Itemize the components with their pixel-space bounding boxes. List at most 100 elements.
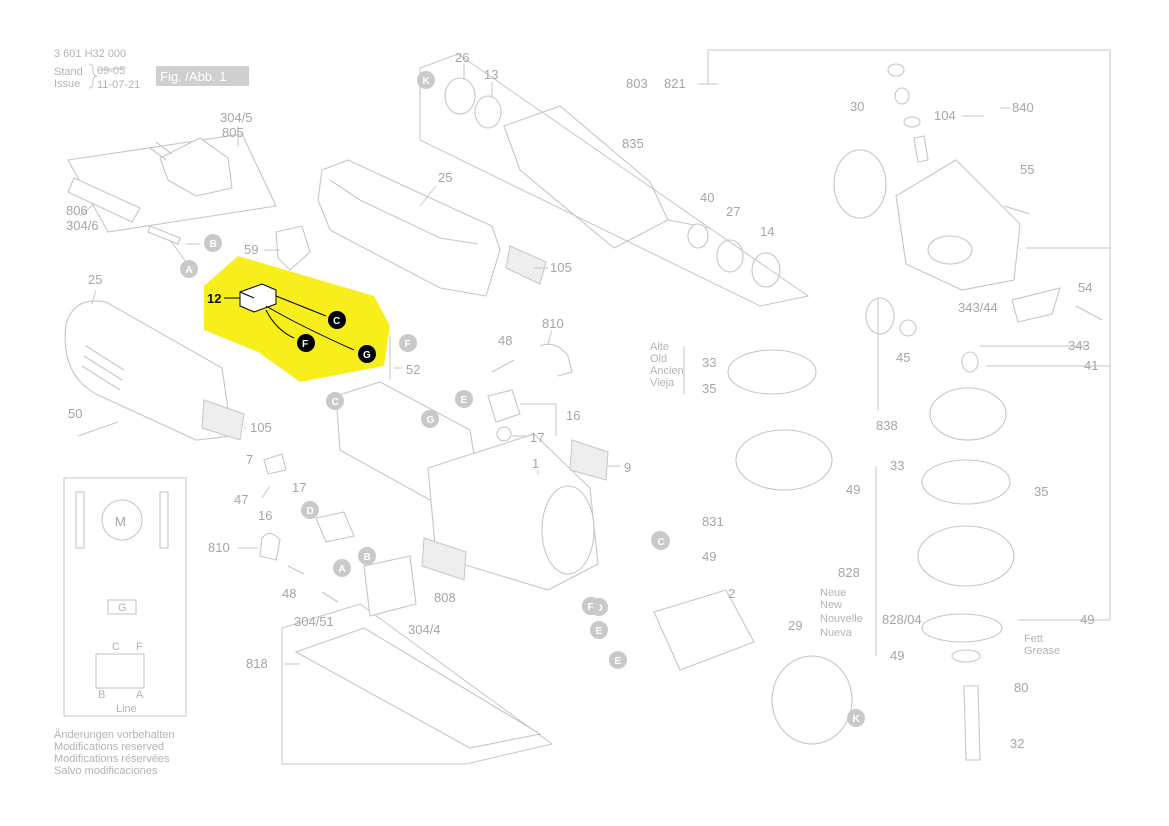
plug-pin-1 bbox=[149, 147, 167, 161]
screw-50 bbox=[77, 421, 119, 437]
part-label-17-left: 17 bbox=[292, 480, 306, 495]
strike-line bbox=[96, 67, 127, 71]
part-number-labels-repeated: 25 105 810 48 17 16 49 33 35 49 49 bbox=[88, 272, 1094, 663]
armature-835 bbox=[503, 105, 669, 249]
marker-d-7: D bbox=[301, 501, 319, 519]
marker-circle bbox=[326, 392, 344, 410]
part-label-49-old: 49 bbox=[846, 482, 860, 497]
part-label-17-top: 17 bbox=[530, 430, 544, 445]
gear-head-assembly bbox=[653, 63, 1103, 761]
part-label-49-right: 49 bbox=[1080, 612, 1094, 627]
marker-circle bbox=[609, 651, 627, 669]
part-label-7: 7 bbox=[246, 452, 253, 467]
marker-C-highlight bbox=[328, 311, 346, 329]
marker-letter: A bbox=[186, 265, 193, 276]
winding-right bbox=[159, 491, 169, 549]
bearing-14 bbox=[751, 252, 781, 288]
pin-104 bbox=[913, 135, 929, 163]
marker-c-3: C bbox=[326, 392, 344, 410]
figure-label: Fig. /Abb. 1 bbox=[160, 69, 226, 84]
part-label-48-top: 48 bbox=[498, 333, 512, 348]
marker-letter: D bbox=[307, 506, 314, 517]
screw-47 bbox=[261, 485, 271, 499]
marker-circle bbox=[455, 390, 473, 408]
letter-markers: KBACEFGDEDCBACDEFK bbox=[180, 71, 865, 727]
washer-80 bbox=[951, 649, 981, 663]
part-label-27: 27 bbox=[726, 204, 740, 219]
part-label-828-04: 828/04 bbox=[882, 612, 922, 627]
part-label-840: 840 bbox=[1012, 100, 1034, 115]
switch-lever-59 bbox=[275, 225, 311, 271]
bevel-gear bbox=[929, 387, 1007, 441]
part-label-45: 45 bbox=[896, 350, 910, 365]
marker-a-12: A bbox=[333, 559, 351, 577]
part-label-59: 59 bbox=[244, 242, 258, 257]
marker-letter: E bbox=[596, 626, 603, 637]
spring-17 bbox=[496, 426, 512, 442]
part-number-labels: 26 13 803 821 840 30 104 55 835 40 27 14… bbox=[66, 50, 1098, 751]
main-switch-box bbox=[95, 653, 145, 689]
spring-104 bbox=[894, 87, 910, 105]
right-tree-lines bbox=[683, 49, 1111, 656]
switch-G-label: G bbox=[118, 602, 127, 614]
cable-810-left bbox=[259, 532, 281, 561]
part-label-49-lower-new: 49 bbox=[890, 648, 904, 663]
marker-circle bbox=[421, 410, 439, 428]
part-label-803: 803 bbox=[626, 76, 648, 91]
part-label-105-top: 105 bbox=[550, 260, 572, 275]
new-fr: Nouvelle bbox=[820, 613, 863, 625]
marker-a-2: A bbox=[180, 260, 198, 278]
part-label-47: 47 bbox=[234, 492, 248, 507]
part-label-104: 104 bbox=[934, 108, 956, 123]
vent-1 bbox=[85, 345, 125, 371]
part-label-41: 41 bbox=[1084, 358, 1098, 373]
marker-b-1: B bbox=[204, 234, 222, 252]
marker-circle bbox=[417, 71, 435, 89]
footer-line-1: Änderungen vorbehalten bbox=[54, 729, 174, 741]
marker-letter: B bbox=[210, 239, 217, 250]
highlight-part-12: 12 C F G bbox=[204, 256, 390, 382]
cord-clamp bbox=[147, 225, 181, 245]
part-label-49-lower-old: 49 bbox=[702, 549, 716, 564]
part-label-828: 828 bbox=[838, 565, 860, 580]
housing-rib bbox=[329, 179, 479, 245]
stator-assembly bbox=[421, 433, 620, 591]
marker-F-highlight-label: F bbox=[302, 339, 308, 350]
vent-3 bbox=[81, 365, 121, 391]
housing-shell bbox=[317, 159, 501, 297]
marker-c-13: C bbox=[652, 532, 670, 550]
part-label-33-old: 33 bbox=[702, 355, 716, 370]
part-label-50: 50 bbox=[68, 406, 82, 421]
armature-assembly bbox=[419, 53, 810, 307]
spindle-32 bbox=[963, 685, 981, 761]
marker-letter: K bbox=[423, 76, 431, 87]
switch-B-label: B bbox=[98, 689, 105, 701]
marker-b-11: B bbox=[358, 547, 376, 565]
date-old: 09-05 bbox=[97, 65, 125, 77]
marker-k-0: K bbox=[417, 71, 435, 89]
switch-A-label: A bbox=[136, 689, 144, 701]
vent-2 bbox=[83, 355, 123, 381]
marker-e-4: E bbox=[455, 390, 473, 408]
motor-symbol bbox=[101, 499, 143, 541]
gear-housing bbox=[895, 159, 1021, 291]
marker-circle bbox=[590, 621, 608, 639]
lever-343 bbox=[1011, 287, 1061, 323]
line-label: Line bbox=[116, 703, 137, 715]
field-coil-2 bbox=[653, 589, 755, 671]
bearing-flange-old bbox=[735, 429, 833, 491]
part-label-835: 835 bbox=[622, 136, 644, 151]
part-label-26: 26 bbox=[455, 50, 469, 65]
part-label-304-4: 304/4 bbox=[408, 622, 441, 637]
fan-30 bbox=[833, 149, 887, 219]
part-label-40: 40 bbox=[700, 190, 714, 205]
footer-line-4: Salvo modificaciones bbox=[54, 765, 158, 777]
version-labels: Alte Old Ancien Vieja Neue New Nouvelle … bbox=[650, 341, 1060, 657]
winding-left bbox=[75, 491, 85, 549]
part-label-818: 818 bbox=[246, 656, 268, 671]
marker-C-highlight-label: C bbox=[333, 316, 340, 327]
part-label-16-left: 16 bbox=[258, 508, 272, 523]
part-label-52: 52 bbox=[406, 362, 420, 377]
part-label-304-51: 304/51 bbox=[294, 614, 334, 629]
doc-number: 3 601 H32 000 bbox=[54, 48, 126, 60]
